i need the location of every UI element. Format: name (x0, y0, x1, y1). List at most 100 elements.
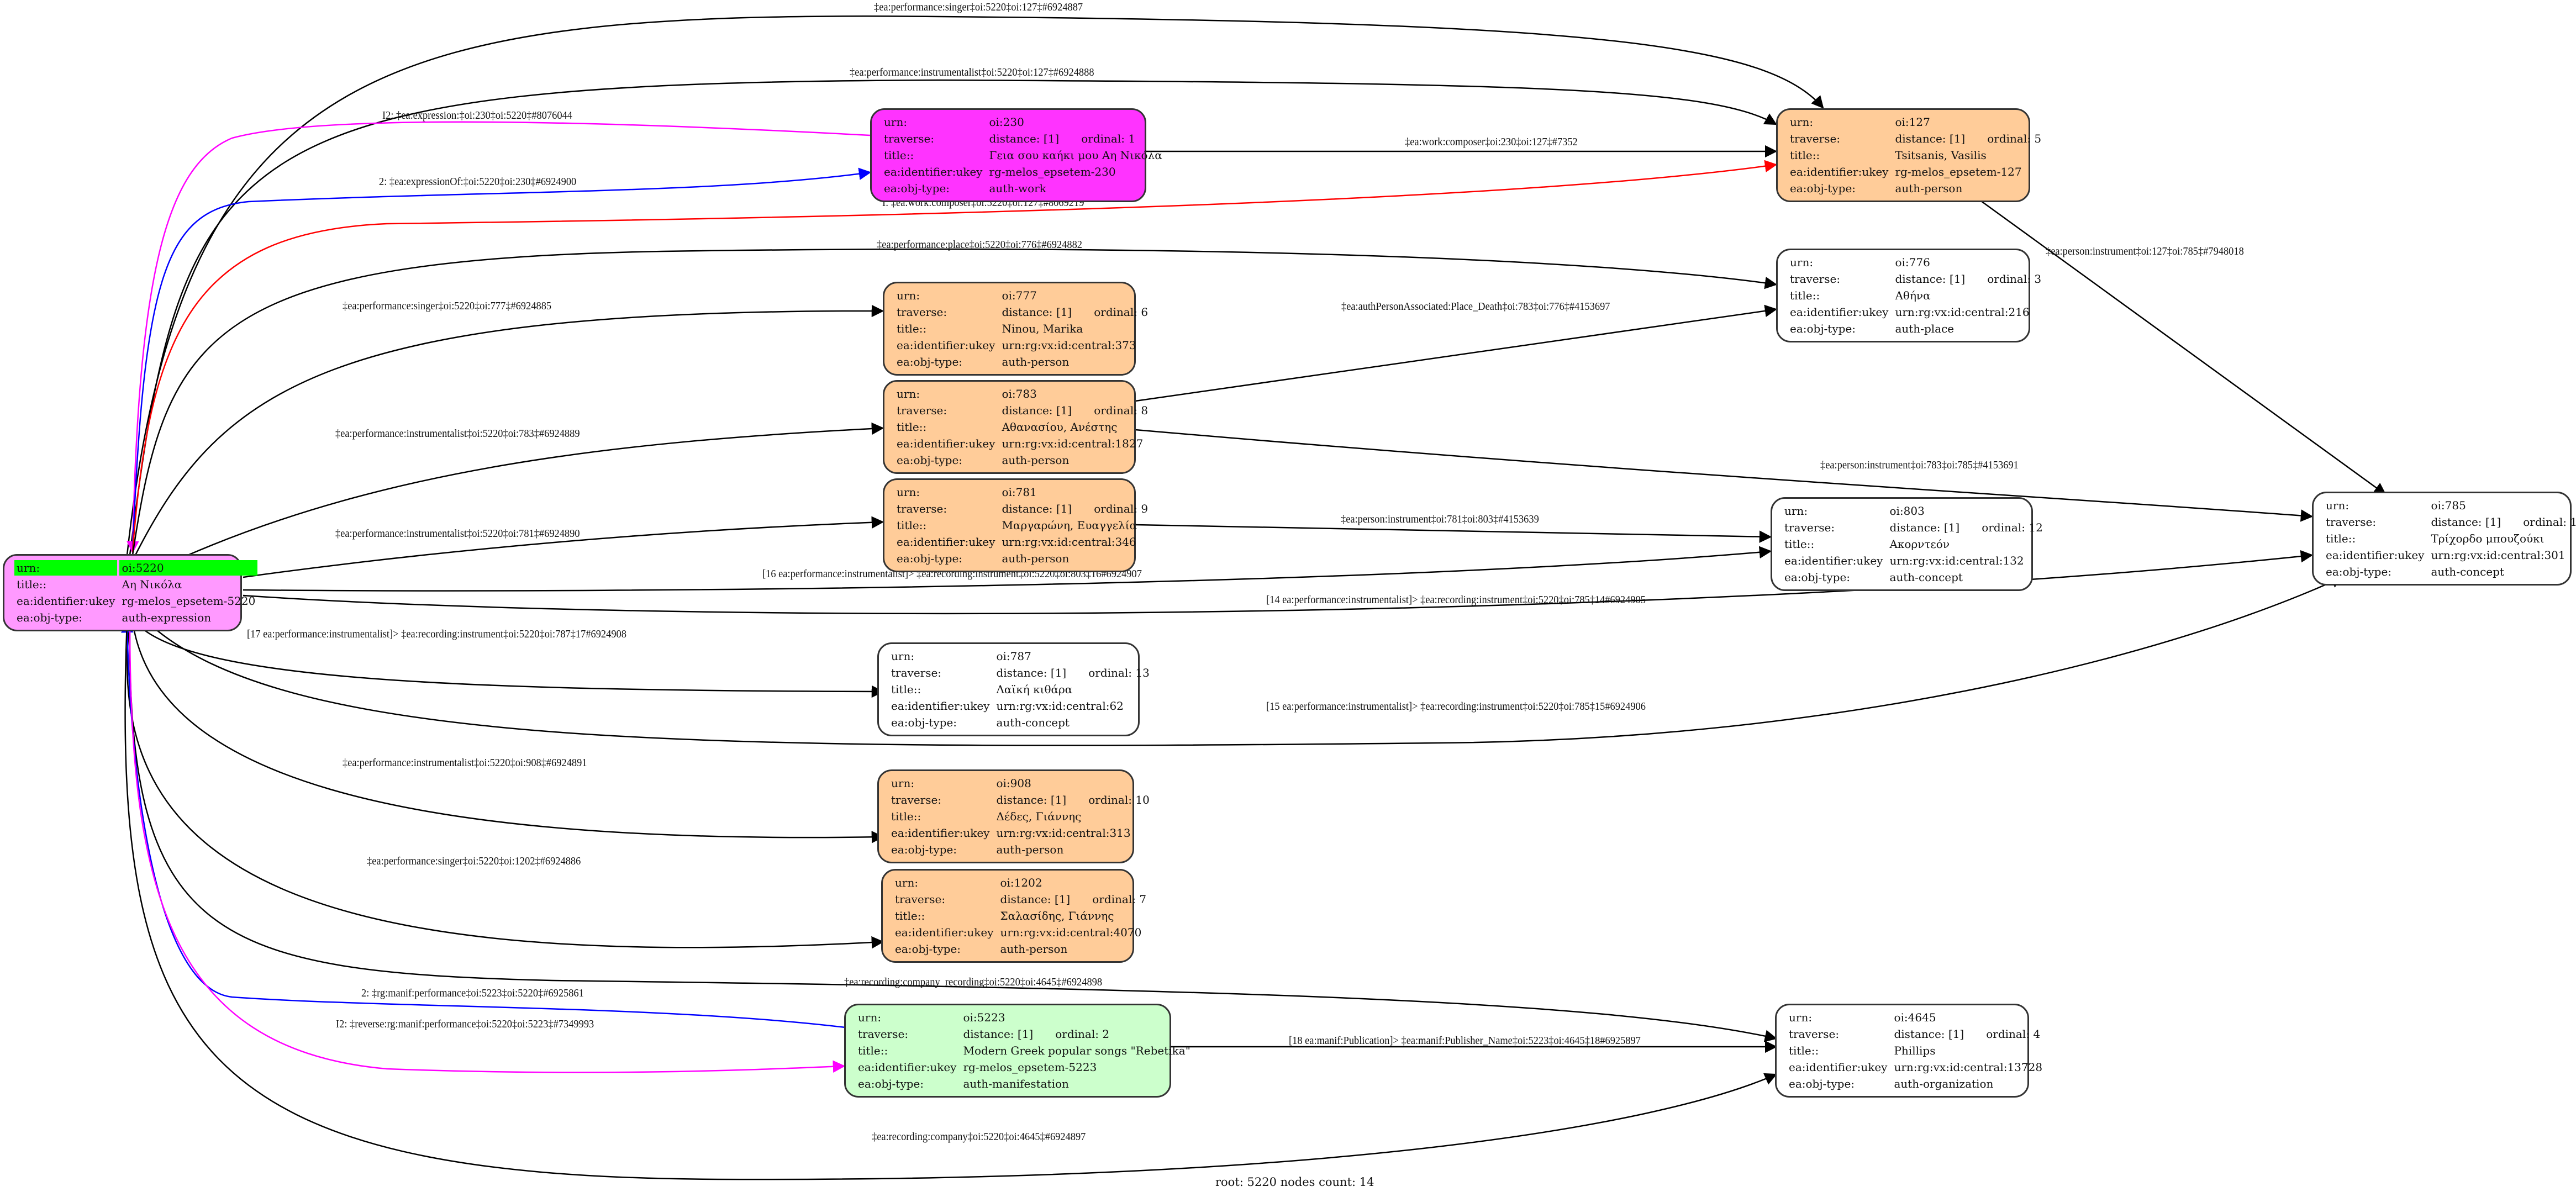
field-label: traverse: (1790, 132, 1841, 145)
edge-recording-803 (243, 546, 1772, 592)
edge-instrumentalist-781 (243, 516, 884, 578)
distance-value: distance: [1] (1894, 1027, 1964, 1041)
field-label: title:: (858, 1044, 888, 1057)
field-label: ea:identifier:ukey (897, 437, 995, 450)
field-label: ea:obj-type: (1790, 322, 1856, 335)
edge-label: ‡ea:performance:singer‡oi:5220‡oi:777‡#6… (343, 300, 552, 312)
node-oi-803[interactable]: urn:oi:803 traverse:distance: [1]ordinal… (1771, 497, 2043, 591)
title-value: Αθανασίου, Ανέστης (1002, 420, 1118, 434)
edge-place-776 (131, 248, 1778, 556)
field-label: ea:obj-type: (17, 611, 83, 624)
urn-value: oi:230 (989, 115, 1024, 129)
type-value: auth-person (1002, 552, 1070, 565)
ukey-value: urn:rg:vx:id:central:1827 (1002, 437, 1144, 450)
edge-label: ‡ea:performance:singer‡oi:5220‡oi:127‡#6… (874, 1, 1083, 13)
traverse-value: distance: [1]ordinal: 6 (999, 304, 1150, 320)
field-label: urn: (2326, 499, 2350, 512)
ukey-value: rg-melos_epsetem-5223 (963, 1061, 1097, 1074)
type-value: auth-person (1002, 454, 1070, 467)
field-label: ea:identifier:ukey (858, 1061, 957, 1074)
field-label: traverse: (895, 893, 946, 906)
field-label: urn: (897, 387, 920, 400)
field-label: title:: (897, 322, 927, 335)
distance-value: distance: [1] (989, 132, 1060, 145)
node-oi-781[interactable]: urn:oi:781 traverse:distance: [1]ordinal… (883, 478, 1148, 572)
field-label: ea:obj-type: (897, 552, 963, 565)
field-label: ea:obj-type: (891, 716, 957, 729)
type-value: auth-person (996, 843, 1064, 856)
edge-recording-787 (131, 618, 884, 698)
node-oi-776[interactable]: urn:oi:776 traverse:distance: [1]ordinal… (1776, 249, 2041, 342)
traverse-value: distance: [1]ordinal: 4 (1892, 1026, 2045, 1042)
distance-value: distance: [1] (1895, 272, 1966, 286)
edge-reverse-manif-performance (129, 621, 846, 1073)
urn-value: oi:5223 (963, 1011, 1005, 1024)
field-label: urn: (891, 650, 915, 663)
node-oi-127[interactable]: urn:oi:127 traverse:distance: [1]ordinal… (1776, 108, 2041, 202)
type-value: auth-manifestation (963, 1077, 1069, 1090)
node-oi-230[interactable]: urn:oi:230 traverse:distance: [1]ordinal… (870, 108, 1162, 202)
node-oi-1202[interactable]: urn:oi:1202 traverse:distance: [1]ordina… (881, 869, 1146, 963)
edge-label: [15 ea:performance:instrumentalist]> ‡ea… (1266, 700, 1646, 713)
field-label: urn: (897, 486, 920, 499)
ordinal-value: ordinal: 10 (1088, 793, 1150, 806)
title-value: Δέδες, Γιάννης (996, 810, 1082, 823)
ordinal-value: ordinal: 8 (1094, 404, 1149, 417)
node-oi-785[interactable]: urn:oi:785 traverse:distance: [1]ordinal… (2312, 492, 2576, 586)
urn-value: oi:777 (1002, 289, 1037, 302)
node-oi-777[interactable]: urn:oi:777 traverse:distance: [1]ordinal… (883, 282, 1148, 376)
field-label: ea:identifier:ukey (2326, 549, 2425, 562)
node-oi-908[interactable]: urn:oi:908 traverse:distance: [1]ordinal… (877, 769, 1150, 863)
node-oi-4645[interactable]: urn:oi:4645 traverse:distance: [1]ordina… (1775, 1004, 2042, 1098)
field-label: urn: (14, 560, 118, 576)
field-label: ea:obj-type: (2326, 565, 2392, 578)
ukey-value: urn:rg:vx:id:central:301 (2431, 549, 2566, 562)
distance-value: distance: [1] (2431, 515, 2501, 529)
ordinal-value: ordinal: 12 (1982, 521, 2043, 534)
urn-value: oi:127 (1895, 115, 1930, 129)
type-value: auth-person (1000, 942, 1068, 956)
title-value: Αθήνα (1895, 289, 1931, 302)
traverse-value: distance: [1]ordinal: 5 (1893, 131, 2043, 146)
traverse-value: distance: [1]ordinal: 10 (994, 792, 1151, 808)
field-label: urn: (1790, 256, 1814, 269)
edge-instrumentalist-127 (129, 79, 1777, 556)
edge-label: ‡ea:recording:company_recording‡oi:5220‡… (844, 976, 1103, 988)
node-oi-783[interactable]: urn:oi:783 traverse:distance: [1]ordinal… (883, 380, 1148, 474)
node-oi-5223[interactable]: urn:oi:5223 traverse:distance: [1]ordina… (844, 1004, 1190, 1098)
field-label: traverse: (884, 132, 935, 145)
urn-value: oi:5220 (119, 560, 258, 576)
edge-instrument-781-803 (1135, 524, 1772, 543)
field-label: ea:identifier:ukey (1790, 165, 1889, 178)
edge-label: I2: ‡reverse:rg:manif:performance‡oi:522… (336, 1018, 594, 1030)
edge-label: ‡ea:recording:company‡oi:5220‡oi:4645‡#6… (872, 1131, 1086, 1143)
distance-value: distance: [1] (1002, 305, 1072, 319)
field-label: title:: (897, 420, 927, 434)
traverse-value: distance: [1]ordinal: 1 (987, 131, 1164, 146)
title-value: Αη Νικόλα (122, 578, 182, 591)
field-label: urn: (1784, 504, 1808, 518)
field-label: ea:obj-type: (858, 1077, 924, 1090)
edge-label: 2: ‡ea:expressionOf:‡oi:5220‡oi:230‡#692… (379, 176, 577, 188)
ukey-value: urn:rg:vx:id:central:4070 (1000, 926, 1142, 939)
field-label: title:: (2326, 532, 2356, 545)
title-value: Λαϊκή κιθάρα (996, 683, 1073, 696)
title-value: Τρίχορδο μπουζούκι (2431, 532, 2545, 545)
type-value: auth-organization (1894, 1077, 1994, 1090)
node-oi-787[interactable]: urn:oi:787 traverse:distance: [1]ordinal… (877, 642, 1150, 736)
edge-label: ‡ea:performance:singer‡oi:5220‡oi:1202‡#… (367, 855, 581, 867)
graph-footer: root: 5220 nodes count: 14 (1215, 1175, 1374, 1189)
field-label: ea:identifier:ukey (891, 826, 990, 840)
ordinal-value: ordinal: 3 (1987, 272, 2042, 286)
edge-instrument-783-785 (1135, 429, 2314, 522)
ordinal-value: ordinal: 7 (1092, 893, 1147, 906)
traverse-value: distance: [1] ordinal: 3 (1893, 271, 2043, 287)
field-label: ea:identifier:ukey (1789, 1061, 1888, 1074)
edge-composer-5220-127 (131, 160, 1778, 553)
edge-label: I2: ‡ea:expression:‡oi:230‡oi:5220‡#8076… (382, 109, 572, 122)
edge-recording-785-15 (143, 576, 2344, 746)
field-label: ea:identifier:ukey (897, 339, 995, 352)
node-oi-5220[interactable]: urn:oi:5220 title::Αη Νικόλα ea:identifi… (3, 554, 258, 631)
edge-expression-230 (127, 121, 871, 554)
traverse-value: distance: [1]ordinal: 2 (961, 1026, 1192, 1042)
